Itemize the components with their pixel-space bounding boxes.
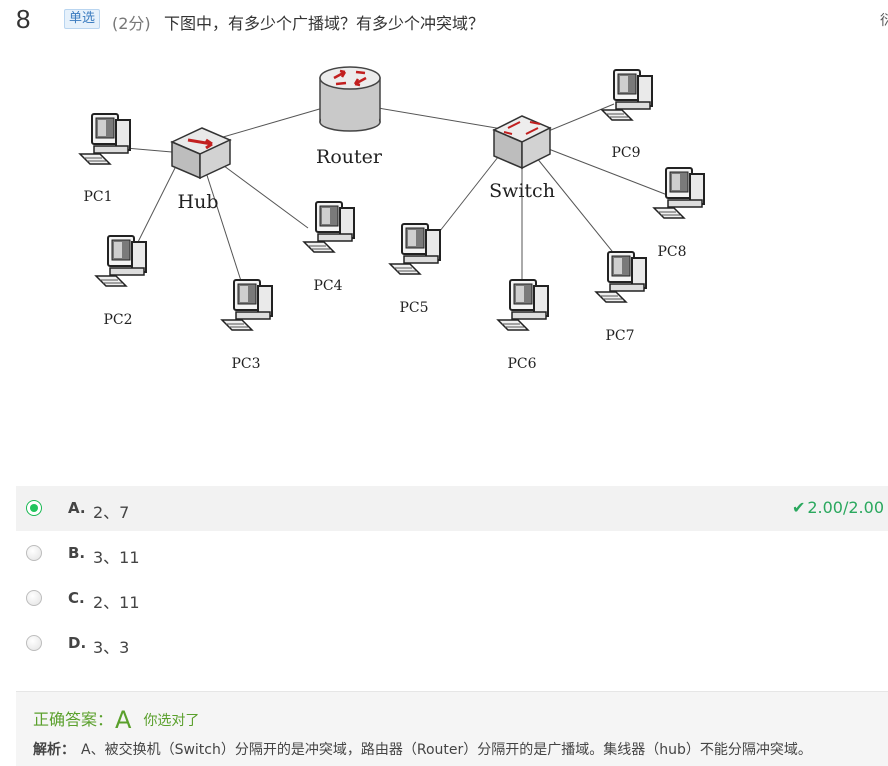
pc3-icon (221, 279, 273, 331)
pc1-icon (79, 113, 131, 165)
network-diagram: Router Hub Switch PC1 PC2 PC3 PC4 PC5 PC… (79, 66, 705, 372)
pc6-label: PC6 (507, 356, 536, 372)
radio-a[interactable] (26, 500, 42, 516)
option-text: 3、3 (93, 638, 130, 657)
question-number: 8 (16, 4, 31, 34)
radio-d[interactable] (26, 635, 42, 651)
correct-answer-label: 正确答案： (33, 710, 114, 729)
radio-c[interactable] (26, 590, 42, 606)
question-type-badge: 单选 (64, 9, 101, 29)
network-links (125, 103, 671, 285)
option-score: ✔2.00/2.00 (792, 498, 884, 517)
pc8-label: PC8 (657, 244, 686, 260)
option-text: 2、11 (93, 593, 140, 612)
pc1-label: PC1 (83, 189, 112, 205)
router-label: Router (316, 146, 383, 168)
pc6-icon (497, 279, 549, 331)
explanation-text: A、被交换机（Switch）分隔开的是冲突域，路由器（Router）分隔开的是广… (81, 742, 812, 758)
option-d[interactable]: D. 3、3 (16, 621, 888, 666)
router-icon (319, 66, 381, 132)
checkmark-icon: ✔ (791, 498, 806, 517)
radio-b[interactable] (26, 545, 42, 561)
option-list: A. 2、7 ✔2.00/2.00 B. 3、11 C. 2、11 D. 3、3 (16, 486, 888, 666)
pc7-label: PC7 (605, 328, 634, 344)
option-b[interactable]: B. 3、11 (16, 531, 888, 576)
pc2-icon (95, 235, 147, 287)
answer-panel: 正确答案：A 你选对了 解析： A、被交换机（Switch）分隔开的是冲突域，路由器… (16, 691, 888, 766)
correct-answer: 正确答案：A 你选对了 (33, 706, 199, 734)
explanation: 解析： A、被交换机（Switch）分隔开的是冲突域，路由器（Router）分隔开… (33, 739, 812, 759)
option-text: 3、11 (93, 548, 140, 567)
option-text: 2、7 (93, 503, 130, 522)
switch-label: Switch (489, 180, 555, 202)
option-letter: D. (68, 634, 87, 652)
hub-icon (170, 127, 232, 180)
option-c[interactable]: C. 2、11 (16, 576, 888, 621)
option-letter: B. (68, 544, 86, 562)
score-value: 2.00/2.00 (807, 498, 884, 517)
correct-answer-letter: A (115, 706, 132, 734)
pc9-label: PC9 (611, 145, 640, 161)
pc4-icon (303, 201, 355, 253)
pc3-label: PC3 (231, 356, 260, 372)
hub-label: Hub (178, 191, 219, 213)
option-letter: A. (68, 499, 86, 517)
pc5-label: PC5 (399, 300, 428, 316)
switch-icon (492, 115, 552, 170)
pc2-label: PC2 (103, 312, 132, 328)
pc4-label: PC4 (313, 278, 342, 294)
question-score: (2分) (112, 14, 151, 33)
option-a[interactable]: A. 2、7 ✔2.00/2.00 (16, 486, 888, 531)
question-text: 下图中，有多少个广播域？有多少个冲突域？ (164, 14, 485, 33)
pc9-icon (601, 69, 653, 121)
explanation-label: 解析： (33, 742, 75, 758)
pc7-icon (595, 251, 647, 303)
pc5-icon (389, 223, 441, 275)
corner-mark: 衍 (880, 13, 888, 29)
option-letter: C. (68, 589, 85, 607)
answer-feedback: 你选对了 (143, 713, 200, 729)
